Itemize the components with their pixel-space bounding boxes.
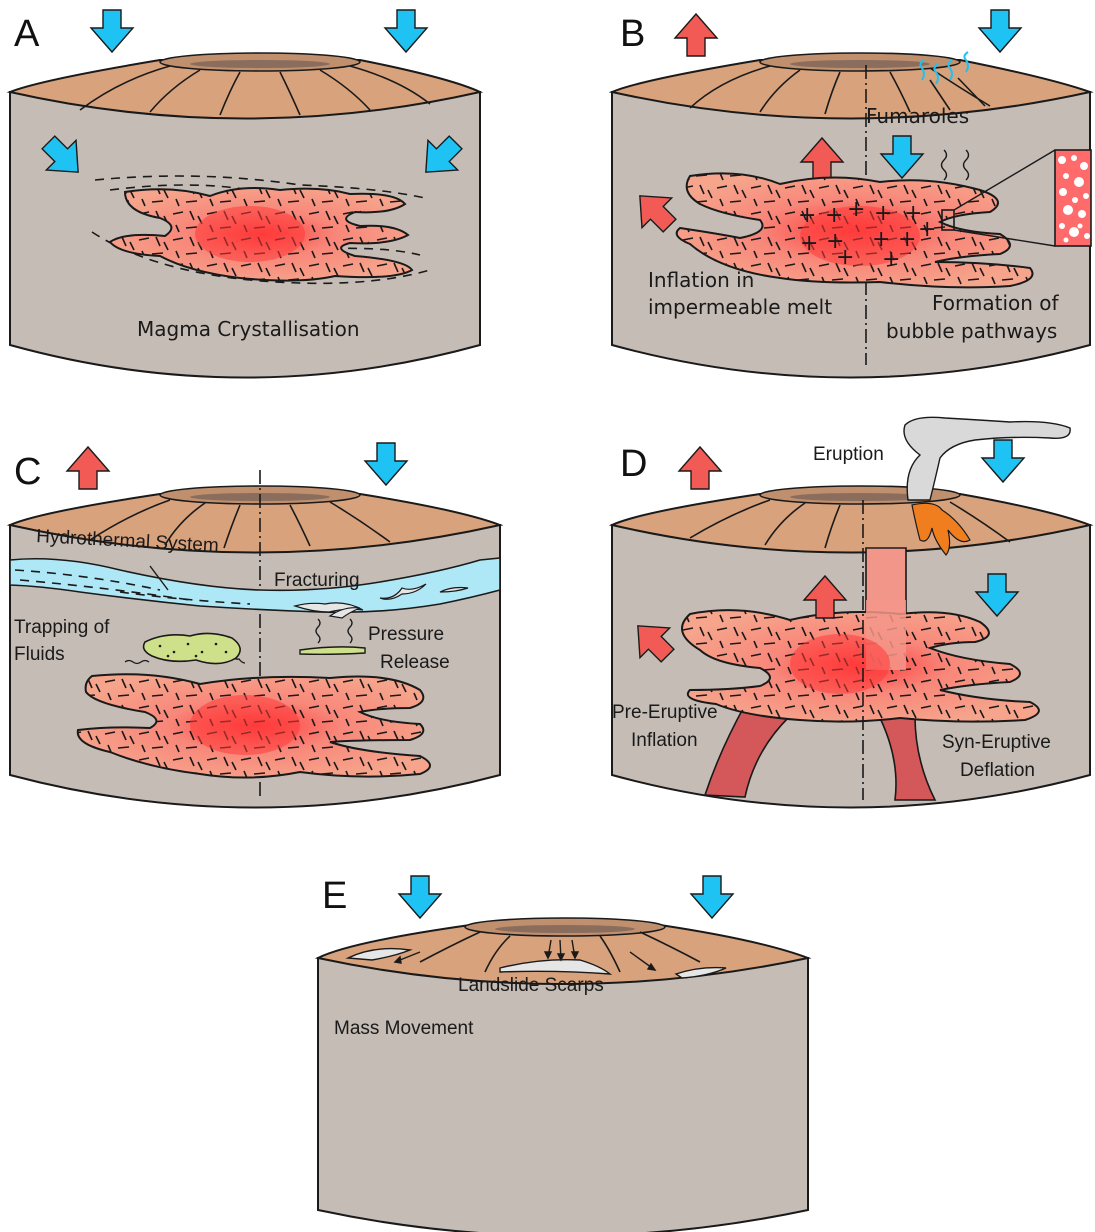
panel-e: E Landslide Scarps Mass Movement xyxy=(318,875,808,1232)
svg-text:+: + xyxy=(798,203,816,228)
svg-text:+: + xyxy=(874,201,892,226)
label-fracturing: Fracturing xyxy=(274,570,360,591)
svg-text:+: + xyxy=(825,203,843,228)
crater-floor xyxy=(190,60,330,68)
label-landslide-scarps: Landslide Scarps xyxy=(458,975,604,996)
panel-letter-c: C xyxy=(14,451,41,493)
arrow-subsidence xyxy=(365,443,407,485)
svg-text:+: + xyxy=(898,227,916,252)
svg-text:+: + xyxy=(836,245,854,270)
label-eruption: Eruption xyxy=(813,444,884,465)
panel-c: C Hydrothermal System Fracturing Trappin… xyxy=(10,443,500,808)
panel-a: A Magma Crystallisation xyxy=(10,10,480,378)
label-trapping-1: Trapping of xyxy=(14,617,110,638)
label-formation-1: Formation of xyxy=(932,291,1060,315)
panel-b: ++ ++ ++ ++ ++ ++ B Fumaroles Inflation … xyxy=(612,10,1091,378)
svg-text:+: + xyxy=(918,217,936,242)
trapped-fluid-pocket xyxy=(144,633,241,663)
label-inflation-2: impermeable melt xyxy=(648,295,832,319)
arrow-uplift xyxy=(67,447,109,489)
label-pressure-2: Release xyxy=(380,652,450,673)
label-syn-eruptive-2: Deflation xyxy=(960,760,1035,781)
magma-core xyxy=(190,695,300,755)
label-trapping-2: Fluids xyxy=(14,644,65,665)
crust-block xyxy=(318,958,808,1232)
label-pre-eruptive-1: Pre-Eruptive xyxy=(612,702,718,723)
svg-text:+: + xyxy=(847,197,865,222)
label-pressure-1: Pressure xyxy=(368,624,444,645)
crater-floor xyxy=(790,60,930,68)
panel-d: D Eruption Pre-Eruptive Inflation Syn-Er… xyxy=(612,417,1090,807)
panel-letter-e: E xyxy=(322,875,347,917)
panel-letter-d: D xyxy=(620,443,647,485)
label-inflation-1: Inflation in xyxy=(648,268,754,292)
label-formation-2: bubble pathways xyxy=(886,319,1057,343)
label-mass-movement: Mass Movement xyxy=(334,1018,474,1039)
svg-text:+: + xyxy=(882,247,900,272)
label-pre-eruptive-2: Inflation xyxy=(631,730,698,751)
panel-letter-b: B xyxy=(620,13,645,55)
arrow-subsidence xyxy=(399,876,733,918)
svg-text:+: + xyxy=(800,231,818,256)
label-syn-eruptive-1: Syn-Eruptive xyxy=(942,732,1051,753)
panel-letter-a: A xyxy=(14,13,40,55)
magma-core xyxy=(195,206,305,262)
label-fumaroles: Fumaroles xyxy=(866,104,969,128)
crater-floor xyxy=(495,925,635,933)
caption-magma-crystallisation: Magma Crystallisation xyxy=(137,317,360,341)
magma-core xyxy=(790,634,890,694)
